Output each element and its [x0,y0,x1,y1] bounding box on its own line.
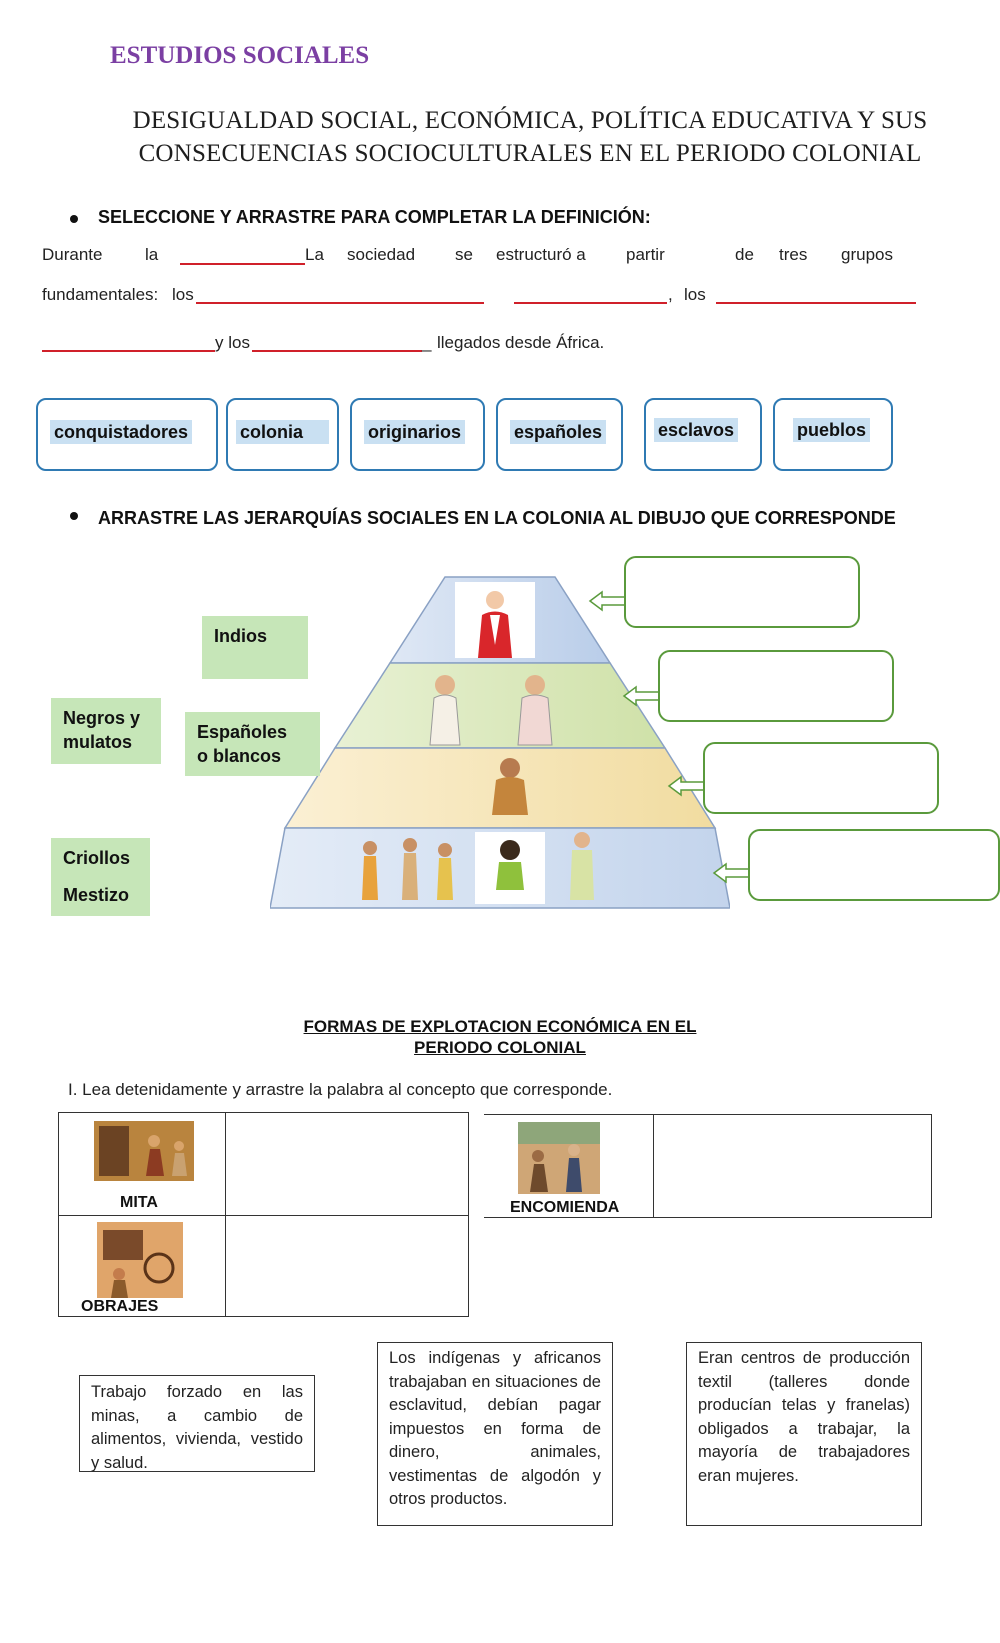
text-comma: , [668,285,673,304]
text-y-los: y los [215,333,250,352]
text-underscore: _ [422,333,432,352]
word-card-conquistadores[interactable]: conquistadores [36,398,218,471]
arrow-left-icon [588,590,627,612]
title-line-1: DESIGUALDAD SOCIAL, ECONÓMICA, POLÍTICA … [132,107,928,134]
word-colonia: colonia [236,420,329,444]
word-esclavos: esclavos [654,418,739,442]
drop-cell-encomienda[interactable] [653,1114,932,1218]
pyramid-tier-2 [333,662,667,749]
text-fundamentales: fundamentales: [42,285,159,304]
bullet-icon [70,215,78,223]
drop-box-tier-1[interactable] [624,556,860,628]
label-criollos-mestizo[interactable]: Criollos Mestizo [51,838,150,916]
text-estructuro: estructuró a [496,245,586,264]
word-espanoles: españoles [510,420,607,444]
drop-box-tier-2[interactable] [658,650,894,722]
label-espanoles-line-2: o blancos [197,746,282,766]
section-title-line-2: PERIODO COLONIAL [414,1038,586,1057]
text-se: se [455,245,473,264]
instruction-1: SELECCIONE Y ARRASTRE PARA COMPLETAR LA … [98,207,651,227]
cell-encomienda-image: ENCOMIENDA [484,1114,654,1218]
bullet-icon [70,512,78,520]
word-card-colonia[interactable]: colonia [226,398,339,471]
word-card-pueblos[interactable]: pueblos [773,398,893,471]
word-card-esclavos[interactable]: esclavos [644,398,762,471]
label-espanoles-blancos[interactable]: Españoles o blancos [185,712,320,776]
arrow-left-icon [667,775,706,797]
text-sociedad: sociedad [347,245,416,264]
label-mestizo: Mestizo [63,885,130,905]
label-criollos: Criollos [63,848,131,868]
drop-cell-mita[interactable] [225,1112,469,1216]
section-title-line-1: FORMAS DE EXPLOTACION ECONÓMICA EN EL [303,1017,697,1036]
drop-cell-obrajes[interactable] [225,1215,469,1317]
definition-card-2[interactable]: Los indígenas y africanos trabajaban en … [377,1342,613,1526]
text-la: la [145,245,159,264]
instruction-3: I. Lea detenidamente y arrastre la palab… [68,1080,613,1099]
cell-obrajes-image: OBRAJES [58,1215,226,1317]
definition-card-1[interactable]: Trabajo forzado en las minas, a cambio d… [79,1375,315,1472]
blank-2[interactable] [196,302,484,304]
title-line-2: CONSECUENCIAS SOCIOCULTURALES EN EL PERI… [138,140,922,167]
blank-5[interactable] [42,350,215,352]
label-negros-line-2: mulatos [63,732,133,752]
definition-card-3[interactable]: Eran centros de producción textil (talle… [686,1342,922,1526]
text-los-2: los [684,285,706,304]
blank-3[interactable] [514,302,667,304]
word-originarios: originarios [364,420,466,444]
label-espanoles-line-1: Españoles [197,722,288,742]
section-title-explotacion: FORMAS DE EXPLOTACION ECONÓMICA EN EL PE… [240,1016,760,1058]
page-title: DESIGUALDAD SOCIAL, ECONÓMICA, POLÍTICA … [60,104,1000,170]
label-mita: MITA [120,1194,158,1211]
text-la-2: La [305,245,324,264]
label-encomienda: ENCOMIENDA [510,1199,620,1216]
text-los: los [172,285,194,304]
blank-1[interactable] [180,263,305,265]
obrajes-image [97,1222,183,1298]
cell-mita-image: MITA [58,1112,226,1216]
drop-box-tier-3[interactable] [703,742,939,814]
label-indios-text: Indios [214,626,267,646]
arrow-left-icon [622,685,661,707]
label-indios[interactable]: Indios [202,616,308,679]
word-pueblos: pueblos [793,418,871,442]
drop-box-tier-4[interactable] [748,829,1000,901]
encomienda-image [518,1122,600,1194]
blank-6[interactable] [252,350,422,352]
text-grupos: grupos [841,245,893,264]
text-llegados: llegados desde África. [437,333,605,352]
arrow-left-icon [712,862,751,884]
blank-4[interactable] [716,302,916,304]
label-negros-line-1: Negros y [63,708,141,728]
subject-title: ESTUDIOS SOCIALES [110,42,370,69]
instruction-2: ARRASTRE LAS JERARQUÍAS SOCIALES EN LA C… [98,508,896,528]
social-pyramid-illustration [270,576,730,909]
text-de: de [735,245,754,264]
word-conquistadores: conquistadores [50,420,193,444]
word-card-espanoles[interactable]: españoles [496,398,623,471]
text-partir: partir [626,245,665,264]
word-card-originarios[interactable]: originarios [350,398,485,471]
text-tres: tres [779,245,808,264]
label-obrajes: OBRAJES [81,1298,159,1315]
text-durante: Durante [42,245,103,264]
mita-image [94,1121,194,1181]
label-negros-mulatos[interactable]: Negros y mulatos [51,698,161,764]
